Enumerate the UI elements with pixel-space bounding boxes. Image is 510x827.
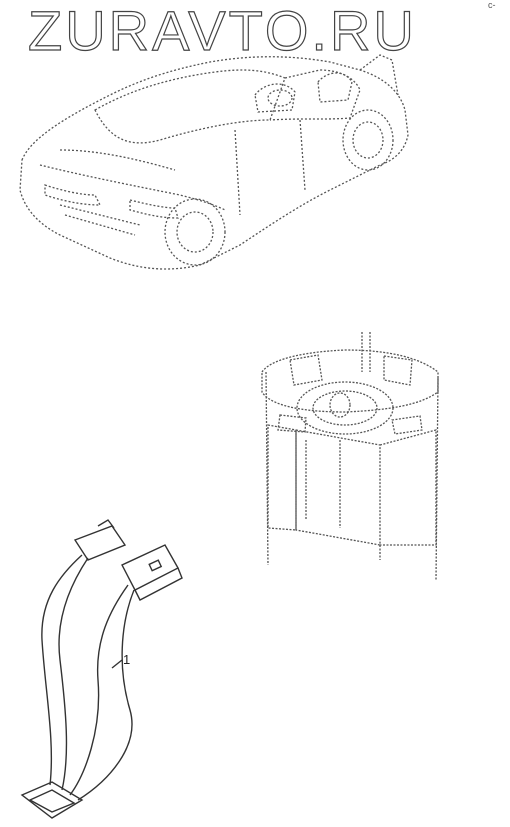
- callout-label-1: 1: [123, 652, 131, 667]
- corner-mark: c-: [488, 0, 496, 10]
- car-illustration: [19, 54, 409, 270]
- watermark-title: ZURAVTO.RU: [28, 0, 417, 60]
- fuel-pump-module: [261, 332, 439, 581]
- wiring-harness: [20, 519, 183, 819]
- watermark-text: ZURAVTO.RU: [28, 0, 417, 60]
